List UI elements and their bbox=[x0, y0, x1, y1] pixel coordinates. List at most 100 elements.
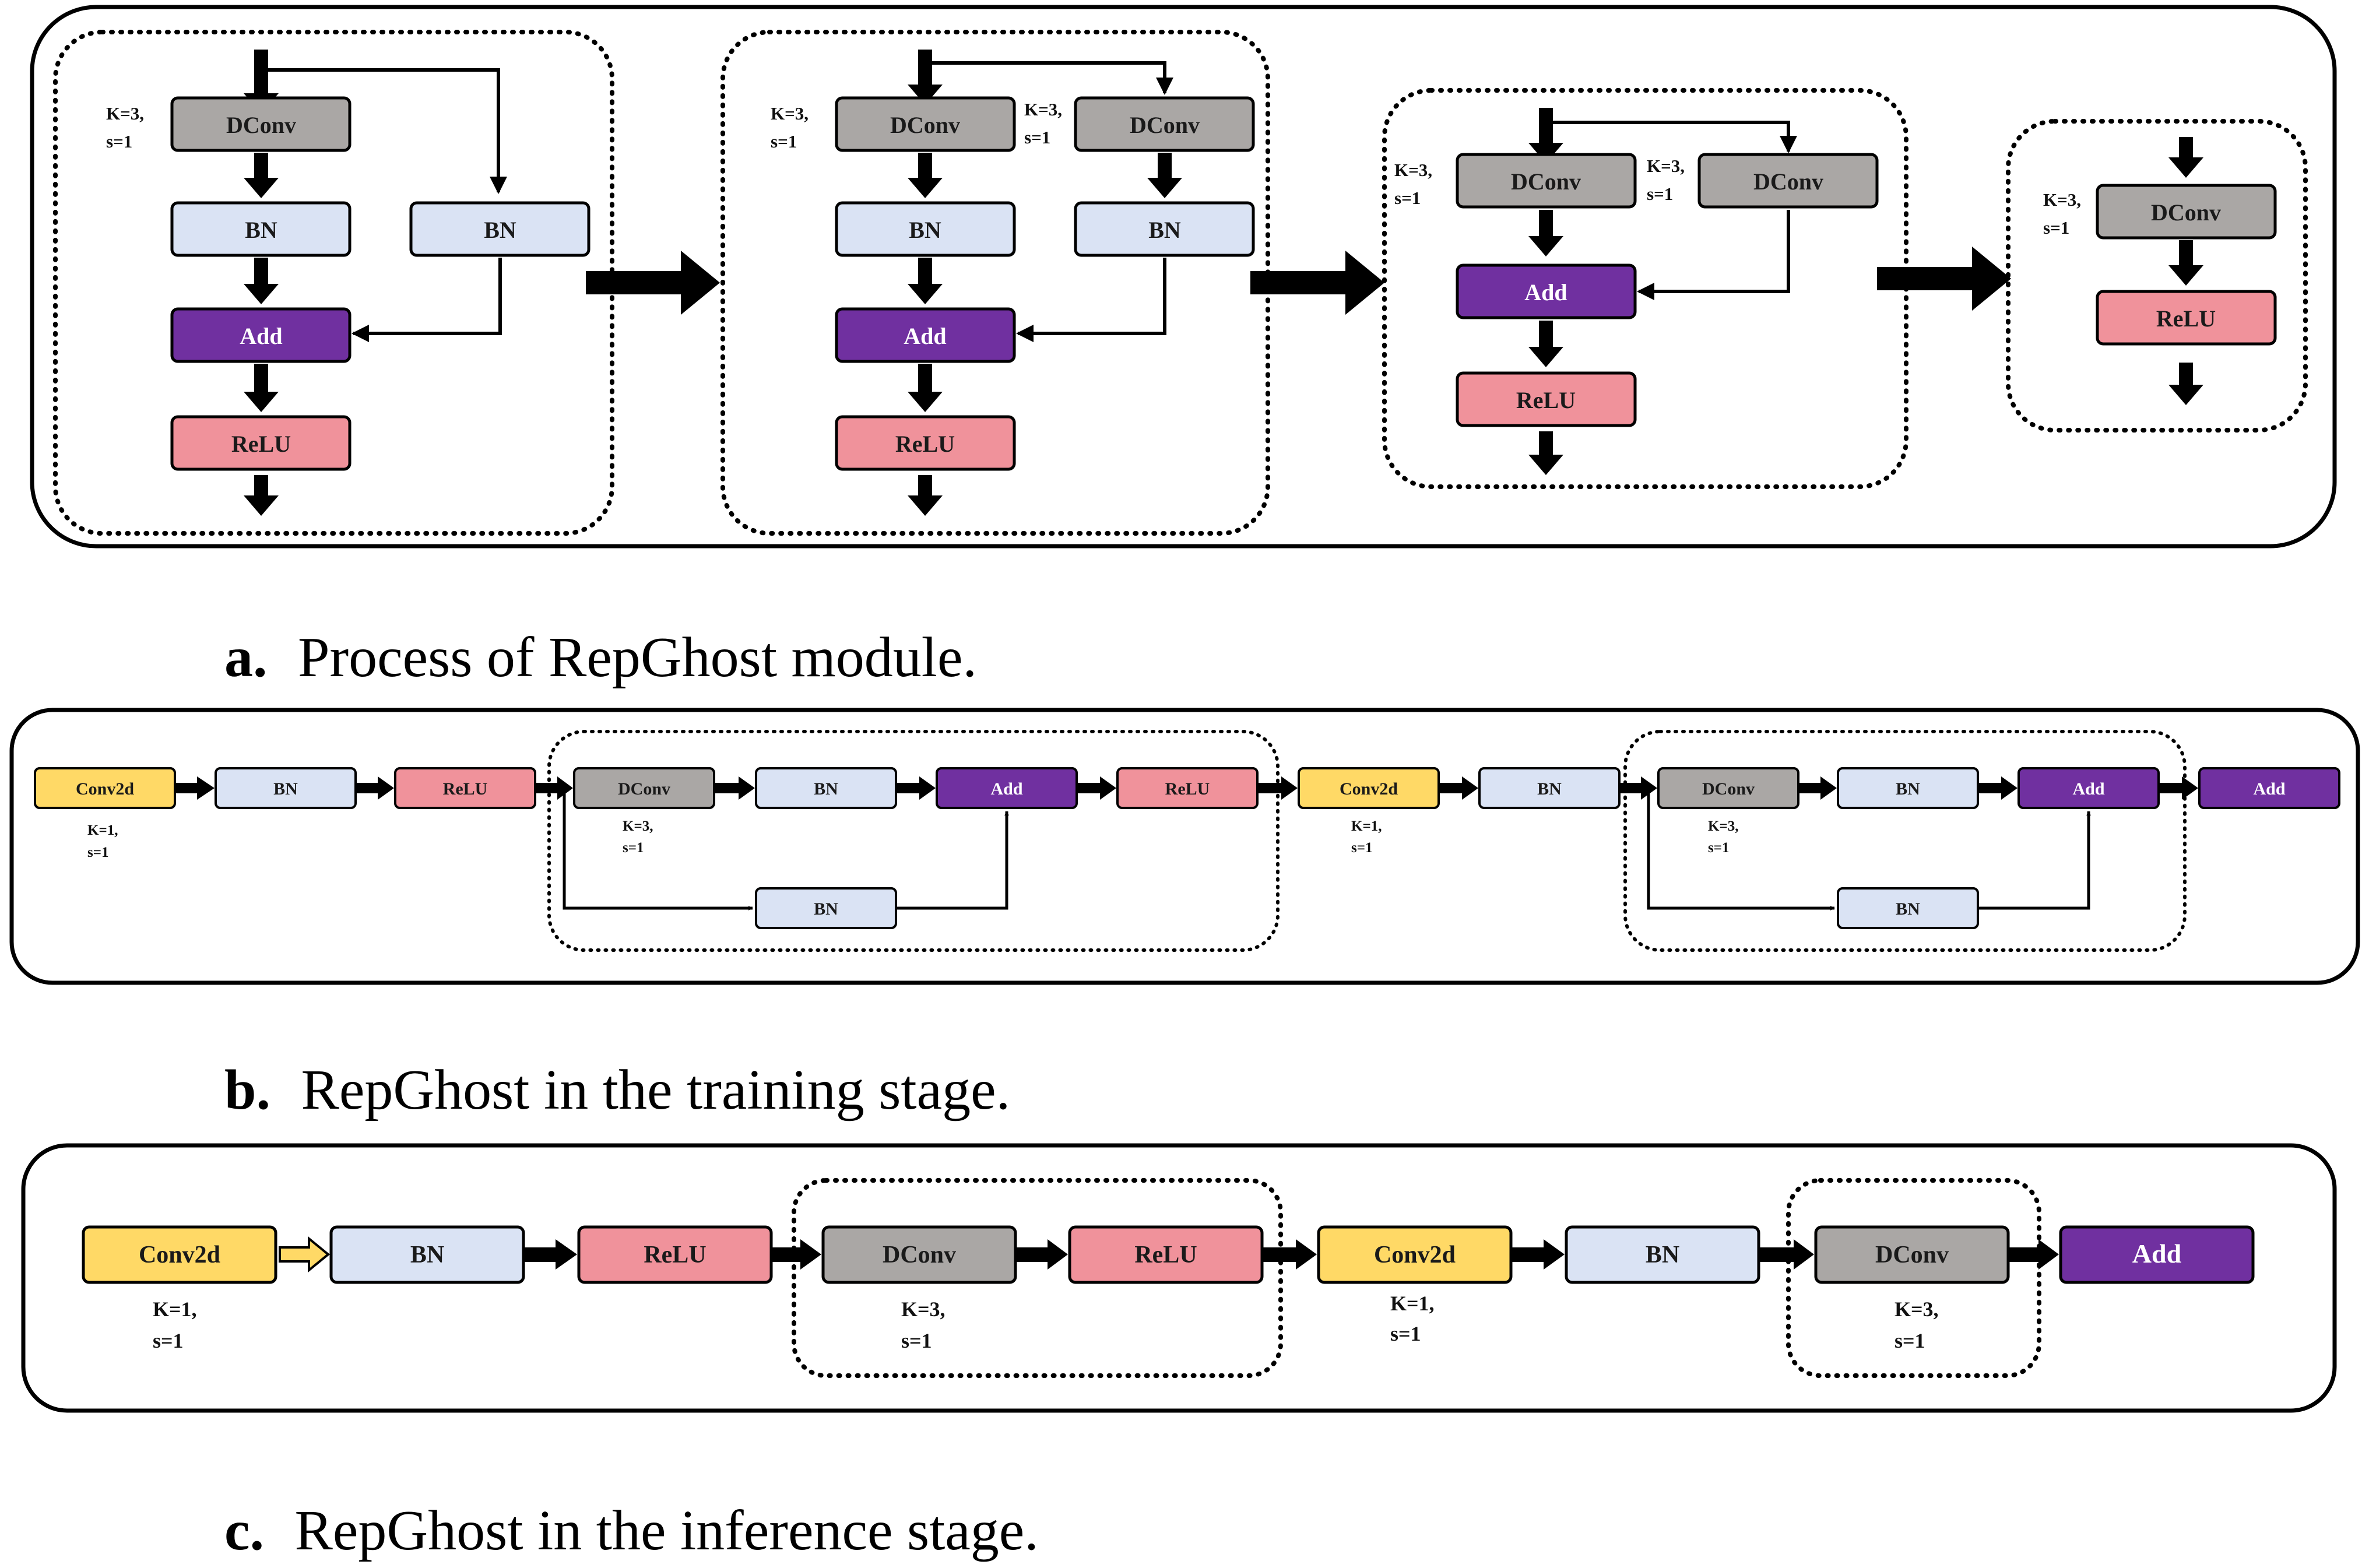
block-dconv bbox=[1814, 1225, 2010, 1284]
block-add-label: Add bbox=[2072, 779, 2104, 799]
block-add-label: Add bbox=[990, 779, 1022, 799]
param-s1: s=1 bbox=[1390, 1322, 1421, 1345]
block-relu bbox=[170, 415, 352, 471]
block-add bbox=[2059, 1225, 2255, 1284]
block-add-label: Add bbox=[1524, 279, 1567, 305]
block-bn bbox=[755, 767, 897, 809]
block-bn-branch bbox=[1837, 887, 1979, 929]
block-add bbox=[936, 767, 1078, 809]
open-arrow bbox=[279, 1236, 331, 1273]
param-s1: s=1 bbox=[1351, 840, 1372, 856]
block-bn-label: BN bbox=[410, 1242, 444, 1268]
block-bn-label: BN bbox=[245, 217, 277, 243]
block-relu bbox=[2096, 290, 2277, 346]
param-k1: K=1, bbox=[1390, 1292, 1435, 1315]
block-relu-label: ReLU bbox=[231, 431, 291, 457]
block-dconv bbox=[1456, 153, 1637, 209]
panel-b-row-arrows bbox=[176, 776, 2198, 800]
block-relu-label: ReLU bbox=[895, 431, 955, 457]
panel-c-dotted-box-2 bbox=[1786, 1178, 2041, 1378]
block-relu bbox=[1116, 767, 1259, 809]
param-s1: s=1 bbox=[2043, 217, 2069, 238]
transition-arrow-1 bbox=[586, 251, 720, 315]
transition-arrow-3 bbox=[1877, 247, 2011, 311]
block-dconv bbox=[835, 96, 1016, 152]
block-bn-branch bbox=[409, 201, 591, 257]
block-relu bbox=[835, 415, 1016, 471]
block-dconv-branch bbox=[1074, 96, 1255, 152]
param-k3: K=3, bbox=[901, 1298, 946, 1321]
block-dconv-label: DConv bbox=[226, 112, 296, 138]
block-bn-branch bbox=[755, 887, 897, 929]
block-dconv-label: DConv bbox=[890, 112, 960, 138]
panel-a-stage-1: DConv K=3, s=1 BN BN Add ReLU bbox=[53, 30, 614, 536]
block-bn-label: BN bbox=[273, 779, 298, 799]
block-dconv bbox=[573, 767, 715, 809]
block-bn bbox=[329, 1225, 525, 1284]
block-dconv-label: DConv bbox=[2151, 199, 2221, 226]
block-relu-label: ReLU bbox=[443, 779, 488, 799]
param-k3: K=3, bbox=[1895, 1298, 1939, 1321]
block-relu-label: ReLU bbox=[1516, 387, 1576, 413]
param-s1: s=1 bbox=[1708, 840, 1729, 856]
param-s1: s=1 bbox=[1394, 188, 1421, 208]
block-conv2d bbox=[1298, 767, 1440, 809]
block-conv2d bbox=[1317, 1225, 1513, 1284]
block-conv2d-label: Conv2d bbox=[139, 1242, 220, 1268]
panel-c-row-arrows bbox=[525, 1239, 2059, 1270]
block-dconv-label: DConv bbox=[1875, 1242, 1949, 1268]
param-s1: s=1 bbox=[87, 845, 108, 860]
block-dconv-branch bbox=[1697, 153, 1879, 209]
block-bn bbox=[170, 201, 352, 257]
panel-b: Conv2d K=1, s=1 BN ReLU DConv K=3, s=1 B… bbox=[9, 708, 2360, 985]
block-bn-label: BN bbox=[909, 217, 941, 243]
stage-4-dotted-box bbox=[2006, 119, 2308, 433]
panel-a-stage-3: DConv K=3, s=1 DConv K=3, s=1 Add ReLU bbox=[1382, 88, 1908, 489]
block-conv2d-label: Conv2d bbox=[1374, 1242, 1456, 1268]
block-bn-branch-label: BN bbox=[1148, 217, 1181, 243]
param-s1: s=1 bbox=[1895, 1329, 1925, 1352]
caption-b: b. RepGhost in the training stage. bbox=[224, 1059, 1010, 1121]
block-bn-label: BN bbox=[1646, 1242, 1679, 1268]
panel-a: DConv K=3, s=1 BN BN Add ReLU bbox=[30, 5, 2337, 549]
stage-1-dotted-box bbox=[53, 30, 614, 536]
block-relu-label: ReLU bbox=[2156, 305, 2216, 332]
caption-a: a. Process of RepGhost module. bbox=[224, 626, 977, 689]
param-k3: K=3, bbox=[771, 103, 809, 124]
caption-a-text: Process of RepGhost module. bbox=[298, 626, 977, 689]
block-dconv bbox=[821, 1225, 1017, 1284]
block-dconv-label: DConv bbox=[883, 1242, 956, 1268]
panel-c: Conv2d K=1, s=1 BN ReLU DConv K=3, s=1 R… bbox=[21, 1143, 2337, 1413]
block-bn-branch-label: BN bbox=[484, 217, 516, 243]
block-add bbox=[835, 307, 1016, 363]
block-bn bbox=[215, 767, 357, 809]
param-k3: K=3, bbox=[1024, 99, 1062, 119]
panel-b-dotted-box-2 bbox=[1623, 730, 2187, 952]
block-conv2d bbox=[82, 1225, 277, 1284]
param-s1: s=1 bbox=[1024, 127, 1050, 147]
block-dconv bbox=[170, 96, 352, 152]
block-relu bbox=[394, 767, 536, 809]
block-add bbox=[1456, 263, 1637, 319]
block-dconv-branch-label: DConv bbox=[1130, 112, 1200, 138]
block-add bbox=[2017, 767, 2160, 809]
param-s1: s=1 bbox=[771, 131, 797, 152]
param-s1: s=1 bbox=[153, 1329, 184, 1352]
panel-a-stage-2: DConv K=3, s=1 DConv K=3, s=1 BN BN Add … bbox=[720, 30, 1270, 536]
param-k1: K=1, bbox=[153, 1298, 197, 1321]
transition-arrow-2 bbox=[1250, 251, 1384, 315]
block-bn-label: BN bbox=[814, 779, 838, 799]
caption-c-letter: c. bbox=[224, 1499, 264, 1562]
block-conv2d bbox=[34, 767, 176, 809]
block-add-label: Add bbox=[240, 323, 282, 349]
block-add-label: Add bbox=[2253, 779, 2285, 799]
block-bn bbox=[1478, 767, 1621, 809]
param-k1: K=1, bbox=[1351, 818, 1382, 834]
block-conv2d-label: Conv2d bbox=[1340, 779, 1398, 799]
param-k3: K=3, bbox=[1647, 156, 1685, 176]
block-relu-label: ReLU bbox=[1165, 779, 1210, 799]
param-k3: K=3, bbox=[623, 818, 653, 834]
param-k3: K=3, bbox=[2043, 189, 2081, 210]
panel-c-dotted-box-1 bbox=[792, 1178, 1283, 1378]
